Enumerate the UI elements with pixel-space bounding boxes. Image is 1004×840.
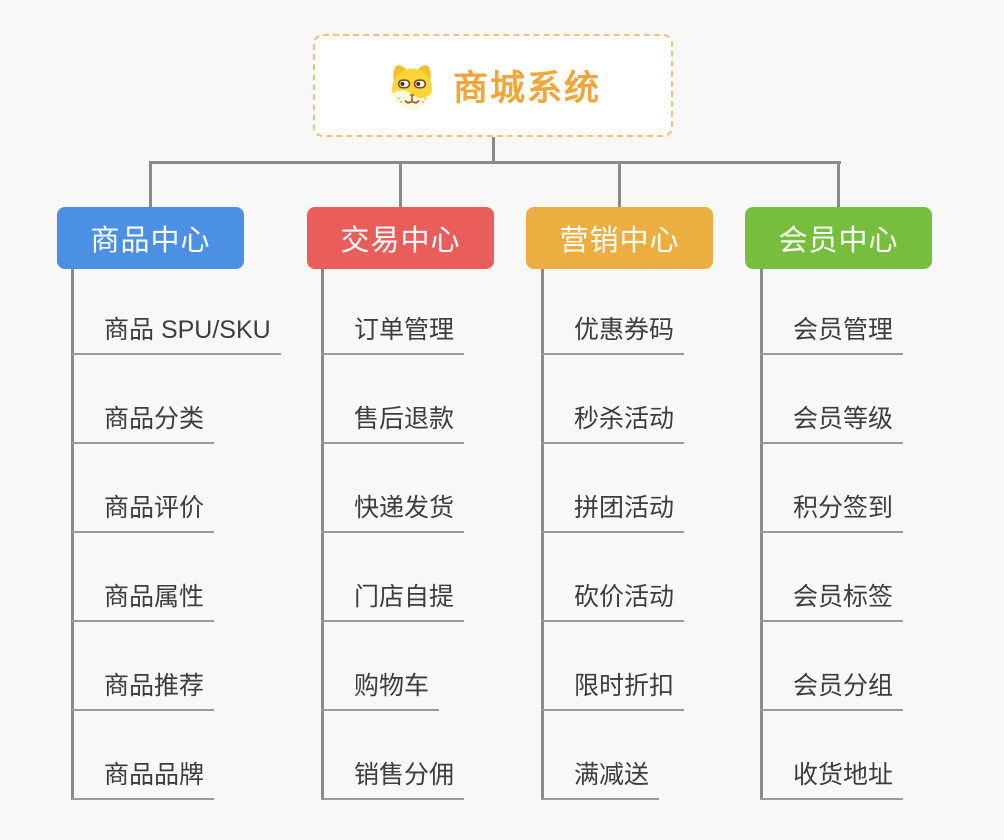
leaf-node[interactable]: 快递发货 <box>321 488 465 533</box>
leaf-node[interactable]: 销售分佣 <box>321 755 465 800</box>
leaf-node[interactable]: 优惠券码 <box>541 310 685 355</box>
connector-line <box>399 161 402 207</box>
branch-trunk-line <box>541 269 544 800</box>
connector-line <box>618 161 621 207</box>
connector-line <box>837 161 840 207</box>
branch-node-marketing-center[interactable]: 营销中心 <box>526 207 713 269</box>
branch-node-member-center[interactable]: 会员中心 <box>745 207 932 269</box>
leaf-node[interactable]: 会员等级 <box>760 399 904 444</box>
leaf-node[interactable]: 秒杀活动 <box>541 399 685 444</box>
leaf-node[interactable]: 会员管理 <box>760 310 904 355</box>
leaf-node[interactable]: 限时折扣 <box>541 666 685 711</box>
leaf-node[interactable]: 会员分组 <box>760 666 904 711</box>
shiba-dog-icon <box>385 61 439 111</box>
connector-line <box>149 161 152 207</box>
leaf-node[interactable]: 满减送 <box>541 755 660 800</box>
leaf-node[interactable]: 积分签到 <box>760 488 904 533</box>
root-title: 商城系统 <box>452 69 601 108</box>
leaf-node[interactable]: 商品 SPU/SKU <box>71 310 281 355</box>
leaf-node[interactable]: 会员标签 <box>760 577 904 622</box>
leaf-node[interactable]: 拼团活动 <box>541 488 685 533</box>
connector-line <box>149 161 841 164</box>
leaf-node[interactable]: 商品品牌 <box>71 755 215 800</box>
leaf-node[interactable]: 商品属性 <box>71 577 215 622</box>
branch-node-product-center[interactable]: 商品中心 <box>57 207 244 269</box>
root-node-mall-system[interactable]: 商城系统 <box>313 34 673 137</box>
leaf-node[interactable]: 商品推荐 <box>71 666 215 711</box>
leaf-node[interactable]: 砍价活动 <box>541 577 685 622</box>
leaf-node[interactable]: 收货地址 <box>760 755 904 800</box>
leaf-node[interactable]: 购物车 <box>321 666 440 711</box>
branch-trunk-line <box>321 269 324 800</box>
leaf-node[interactable]: 商品评价 <box>71 488 215 533</box>
branch-trunk-line <box>71 269 74 800</box>
connector-line <box>492 137 495 164</box>
branch-trunk-line <box>760 269 763 800</box>
leaf-node[interactable]: 售后退款 <box>321 399 465 444</box>
leaf-node[interactable]: 商品分类 <box>71 399 215 444</box>
leaf-node[interactable]: 门店自提 <box>321 577 465 622</box>
leaf-node[interactable]: 订单管理 <box>321 310 465 355</box>
branch-node-trade-center[interactable]: 交易中心 <box>307 207 494 269</box>
